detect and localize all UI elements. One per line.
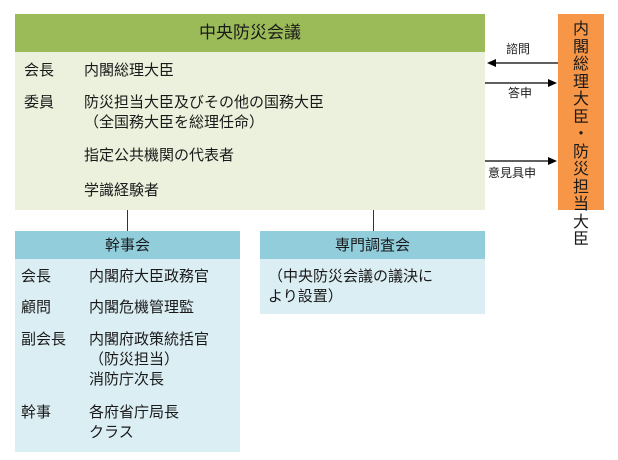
minister-char: 大	[572, 211, 589, 231]
council-header	[15, 14, 485, 52]
executive-member-secretary-2: クラス	[89, 423, 134, 441]
executive-member-chair: 内閣府大臣政務官	[89, 267, 210, 285]
executive-role-advisor: 顧問	[21, 298, 52, 316]
minister-char: 災	[572, 159, 589, 178]
executive-title: 幹事会	[15, 231, 240, 259]
council-role-members: 委員	[24, 93, 55, 111]
minister-char: 臣	[572, 229, 589, 248]
executive-member-advisor: 内閣危機管理監	[89, 298, 195, 316]
connector-expert	[373, 210, 374, 231]
council-member-ministers: 防災担当大臣及びその他の国務大臣	[84, 93, 325, 111]
council-member-public-agencies: 指定公共機関の代表者	[84, 146, 235, 164]
executive-member-vice-chair-3: 消防庁次長	[89, 370, 165, 388]
expert-title: 専門調査会	[260, 231, 485, 259]
council-role-chair: 会長	[24, 61, 55, 79]
minister-char: 防	[572, 141, 589, 161]
consult-arrow-head	[487, 59, 496, 67]
council-member-experts: 学識経験者	[84, 181, 160, 199]
minister-char: 臣	[572, 106, 589, 126]
executive-member-vice-chair-1: 内閣府政策統括官	[89, 330, 210, 348]
expert-note-2: より設置）	[268, 287, 343, 305]
minister-char: 閣	[572, 36, 589, 56]
executive-role-chair: 会長	[21, 267, 52, 285]
minister-char: 担	[572, 176, 589, 196]
report-arrow-head	[548, 79, 557, 87]
council-member-chair: 内閣総理大臣	[84, 61, 175, 79]
connector-executive	[127, 210, 128, 231]
council-title: 中央防災会議	[199, 23, 301, 43]
minister-char: 理	[572, 71, 589, 91]
minister-char: ・	[572, 124, 589, 143]
opinion-label: 意見具申	[488, 166, 537, 180]
consult-label: 諮問	[506, 42, 531, 56]
executive-member-secretary-1: 各府省庁局長	[89, 403, 180, 421]
arrows-svg	[485, 59, 558, 165]
minister-char: 内	[572, 19, 589, 38]
executive-role-secretary: 幹事	[21, 403, 52, 421]
minister-char: 当	[572, 194, 589, 213]
report-label: 答申	[508, 86, 533, 100]
council-member-ministers-note: （全国務大臣を総理任命）	[84, 113, 265, 131]
expert-note-1: （中央防災会議の議決に	[268, 267, 434, 285]
executive-role-vice-chair: 副会長	[21, 330, 67, 348]
executive-member-vice-chair-2: （防災担当）	[89, 350, 180, 368]
executive-box	[15, 231, 240, 452]
minister-char: 総	[572, 54, 589, 73]
minister-label: 内 閣 総 理 大 臣 ・ 防 災 担 当 大 臣	[558, 20, 604, 248]
opinion-arrow-head	[548, 157, 557, 165]
minister-box	[558, 14, 604, 210]
minister-char: 大	[572, 89, 589, 108]
